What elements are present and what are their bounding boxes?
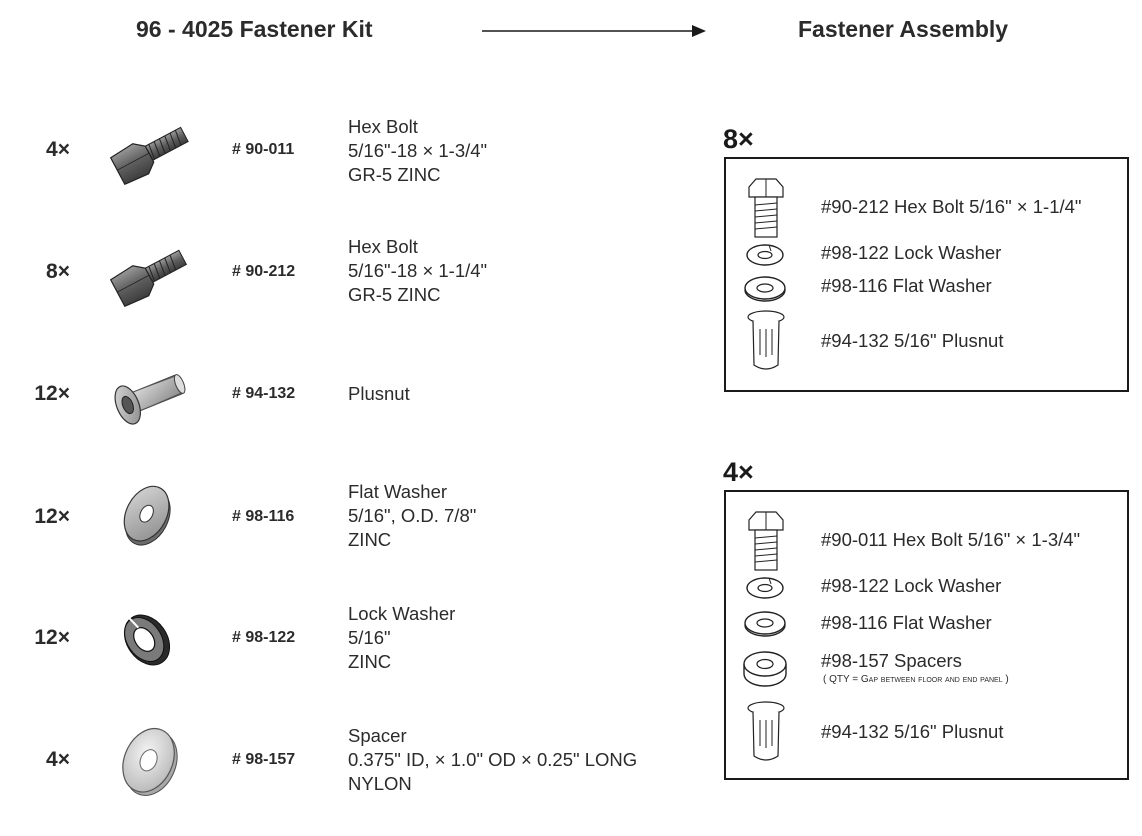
description-line: Hex Bolt	[348, 236, 418, 257]
description-line: 5/16"	[348, 627, 391, 648]
quantity: 12×	[34, 505, 70, 528]
assembly-item: #98-122 Lock Washer	[821, 575, 1002, 596]
part-description: Lock Washer 5/16" ZINC	[348, 602, 455, 674]
kit-row-94-132: 12× # 94-132 Plusnut	[0, 360, 700, 470]
description-line: 5/16"-18 × 1-3/4"	[348, 140, 488, 161]
flat-washer-icon	[743, 275, 787, 303]
quantity: 12×	[34, 382, 70, 405]
spacer-quantity-note: ( QTY = Gap between floor and end panel …	[823, 674, 1009, 685]
quantity: 8×	[46, 260, 70, 283]
part-number: # 90-212	[232, 263, 296, 280]
description-line: Lock Washer	[348, 603, 456, 624]
assembly-title: Fastener Assembly	[798, 16, 1009, 42]
right-arrow-icon	[480, 20, 710, 42]
description-line: GR-5 ZINC	[348, 284, 441, 305]
kit-row-90-011: 4× # 90-011 Hex Bolt 5/16"-18 × 1-3/4" G…	[0, 115, 700, 225]
part-number: # 98-116	[232, 508, 295, 525]
lock-washer-icon	[745, 576, 785, 600]
kit-row-98-157: 4× # 98-157 Spacer 0.375" ID, × 1.0" OD …	[0, 724, 700, 836]
description-line: 0.375" ID, × 1.0" OD × 0.25" LONG	[348, 749, 638, 770]
quantity: 4×	[46, 138, 70, 161]
quantity: 4×	[46, 748, 70, 771]
flat-washer-icon	[743, 610, 787, 638]
description-line: ZINC	[348, 651, 392, 672]
part-number: # 98-157	[232, 751, 296, 768]
kit-row-98-116: 12× # 98-116 Flat Washer 5/16", O.D. 7/8…	[0, 481, 700, 591]
spacer-icon	[100, 724, 200, 796]
lock-washer-icon	[745, 243, 785, 267]
description-line: 5/16", O.D. 7/8"	[348, 505, 477, 526]
part-description: Flat Washer 5/16", O.D. 7/8" ZINC	[348, 480, 476, 552]
description-line: Spacer	[348, 725, 407, 746]
part-number: # 90-011	[232, 141, 295, 158]
hex-bolt-icon	[100, 115, 200, 185]
description-line: NYLON	[348, 773, 412, 794]
lock-washer-icon	[100, 606, 200, 676]
description-line: Hex Bolt	[348, 116, 418, 137]
description-line: ZINC	[348, 529, 392, 550]
assembly-item: #94-132 5/16" Plusnut	[821, 330, 1004, 351]
assembly-quantity: 4×	[723, 457, 754, 487]
part-number: # 94-132	[232, 385, 296, 402]
plusnut-icon	[100, 360, 200, 430]
assembly-box: #90-212 Hex Bolt 5/16" × 1-1/4" #98-122 …	[724, 157, 1129, 392]
hex-bolt-icon	[746, 177, 786, 239]
spacer-icon	[742, 650, 788, 690]
plusnut-icon	[746, 700, 786, 766]
assembly-item: #90-212 Hex Bolt 5/16" × 1-1/4"	[821, 196, 1082, 217]
hex-bolt-icon	[746, 510, 786, 572]
flat-washer-icon	[100, 481, 200, 551]
hex-bolt-icon	[100, 237, 200, 307]
kit-row-90-212: 8× # 90-212 Hex Bolt 5/16"-18 × 1-1/4" G…	[0, 235, 700, 347]
part-description: Hex Bolt 5/16"-18 × 1-1/4" GR-5 ZINC	[348, 235, 487, 307]
assembly-item: #90-011 Hex Bolt 5/16" × 1-3/4"	[821, 529, 1081, 550]
description-line: Plusnut	[348, 383, 410, 404]
quantity: 12×	[34, 626, 70, 649]
kit-row-98-122: 12× # 98-122 Lock Washer 5/16" ZINC	[0, 602, 700, 714]
assembly-box: #90-011 Hex Bolt 5/16" × 1-3/4" #98-122 …	[724, 490, 1129, 780]
assembly-item: #98-157 Spacers	[821, 650, 962, 671]
kit-title: 96 - 4025 Fastener Kit	[136, 16, 373, 42]
part-description: Hex Bolt 5/16"-18 × 1-3/4" GR-5 ZINC	[348, 115, 487, 187]
assembly-item: #98-116 Flat Washer	[821, 612, 992, 633]
assembly-item: #94-132 5/16" Plusnut	[821, 721, 1004, 742]
description-line: GR-5 ZINC	[348, 164, 441, 185]
part-description: Spacer 0.375" ID, × 1.0" OD × 0.25" LONG…	[348, 724, 637, 796]
description-line: 5/16"-18 × 1-1/4"	[348, 260, 488, 281]
assembly-item: #98-116 Flat Washer	[821, 275, 992, 296]
part-description: Plusnut	[348, 382, 410, 406]
assembly-item: #98-122 Lock Washer	[821, 242, 1002, 263]
assembly-quantity: 8×	[723, 124, 754, 154]
plusnut-icon	[746, 309, 786, 375]
part-number: # 98-122	[232, 629, 296, 646]
description-line: Flat Washer	[348, 481, 448, 502]
